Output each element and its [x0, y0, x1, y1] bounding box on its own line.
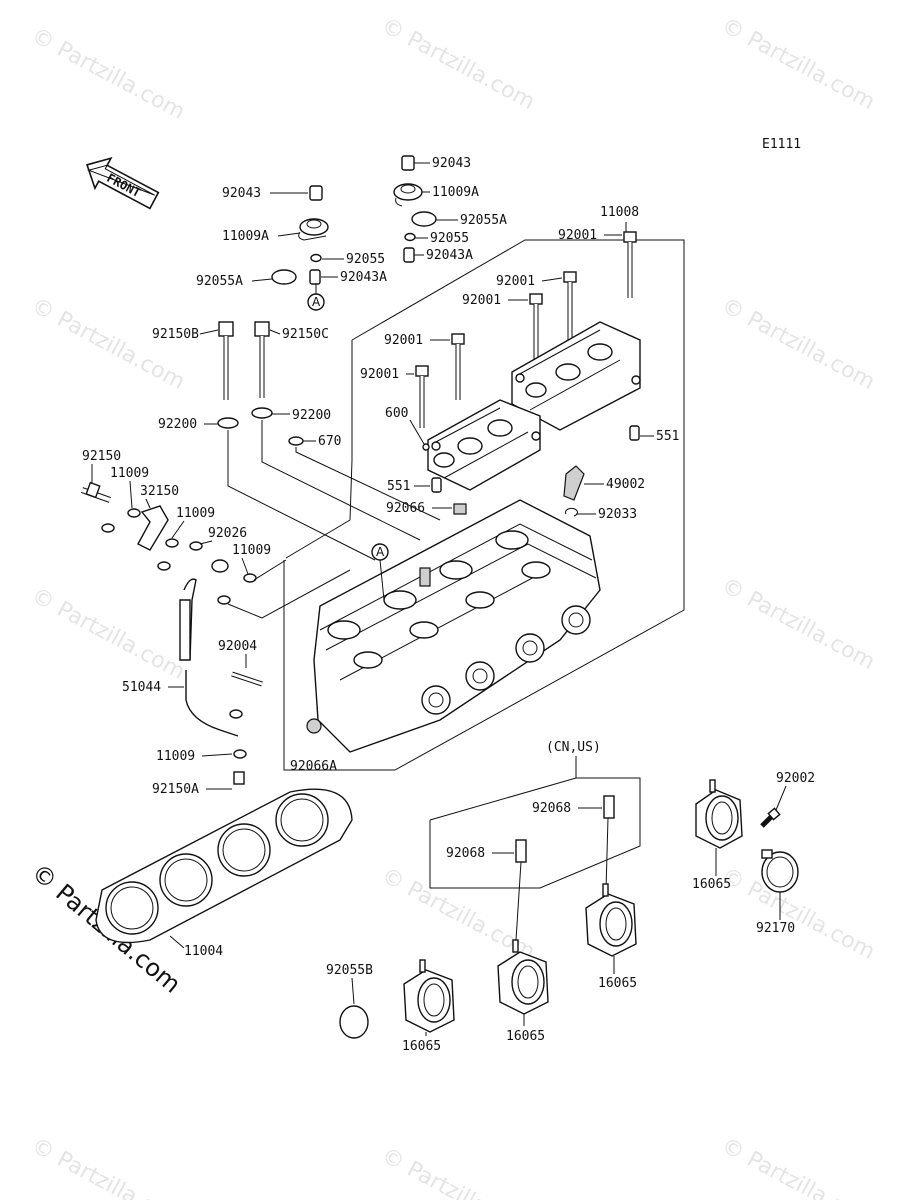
part-label-92001: 92001 [384, 333, 423, 348]
oil-pipe-fitting-left: A [271, 185, 329, 311]
part-label-11004: 11004 [184, 944, 223, 959]
part-label-92068: 92068 [532, 801, 571, 816]
part-label-16065: 16065 [402, 1039, 441, 1054]
part-label-92033: 92033 [598, 507, 637, 522]
part-label-92055B: 92055B [326, 963, 373, 978]
frame-11008 [283, 239, 685, 771]
part-label-92055A: 92055A [460, 213, 507, 228]
part-label-11009A: 11009A [222, 229, 269, 244]
watermark: © Partzilla.com [377, 13, 539, 115]
part-label-92001: 92001 [462, 293, 501, 308]
oil-line-assembly [80, 481, 257, 759]
stud-92004 [231, 672, 263, 686]
carb-holder-16065 [497, 939, 549, 1015]
part-label-92043A: 92043A [340, 270, 387, 285]
clip-92033 [565, 507, 578, 517]
part-label-92055: 92055 [346, 252, 385, 267]
oil-pipe-fitting-right [393, 155, 437, 263]
head-gasket-11004 [95, 788, 353, 944]
cylinder-head: A [306, 499, 601, 753]
part-label-92001: 92001 [360, 367, 399, 382]
watermark: © Partzilla.com [717, 13, 879, 115]
part-label-92026: 92026 [208, 526, 247, 541]
part-label-32150: 32150 [140, 484, 179, 499]
hose-92068 [603, 795, 615, 819]
bolt-92150A [233, 771, 245, 785]
part-label-92002: 92002 [776, 771, 815, 786]
part-label-92001: 92001 [496, 274, 535, 289]
watermark: © Partzilla.com [27, 1133, 189, 1200]
part-label-92043A: 92043A [426, 248, 473, 263]
watermark: © Partzilla.com [717, 293, 879, 395]
dowel-pin-551 [431, 477, 442, 493]
region-note: (CN,US) [546, 740, 601, 755]
part-label-92055: 92055 [430, 231, 469, 246]
carb-holder-16065 [585, 883, 637, 957]
part-label-11009: 11009 [110, 466, 149, 481]
part-label-16065: 16065 [598, 976, 637, 991]
hose-92068 [515, 839, 527, 863]
part-label-92043: 92043 [222, 186, 261, 201]
o-ring-92055B [339, 1005, 369, 1039]
camshaft-holder-front [427, 399, 541, 491]
carb-holder-16065 [695, 779, 743, 849]
watermark: © Partzilla.com [717, 863, 879, 965]
part-label-600: 600 [385, 406, 408, 421]
part-label-92150B: 92150B [152, 327, 199, 342]
part-label-92001: 92001 [558, 228, 597, 243]
callout-a-head: A [376, 545, 385, 559]
part-label-92200: 92200 [158, 417, 197, 432]
plug-92066 [453, 503, 467, 515]
part-label-92200: 92200 [292, 408, 331, 423]
callout-a-top: A [312, 295, 321, 309]
part-label-670: 670 [318, 434, 341, 449]
part-label-16065: 16065 [506, 1029, 545, 1044]
part-label-92150C: 92150C [282, 327, 329, 342]
clamp-92170 [761, 849, 799, 893]
part-label-92066: 92066 [386, 501, 425, 516]
part-label-51044: 51044 [122, 680, 161, 695]
part-label-11009A: 11009A [432, 185, 479, 200]
dowel-pin-551 [629, 425, 640, 441]
part-label-11009: 11009 [232, 543, 271, 558]
plug-600 [422, 443, 430, 451]
watermark: © Partzilla.com [717, 573, 879, 675]
screw-92002 [760, 807, 781, 828]
part-label-92004: 92004 [218, 639, 257, 654]
watermark: © Partzilla.com [717, 1133, 879, 1200]
part-label-551: 551 [387, 479, 410, 494]
part-label-92150: 92150 [82, 449, 121, 464]
part-label-92068: 92068 [446, 846, 485, 861]
head-bolt-set [217, 321, 304, 446]
part-label-551: 551 [656, 429, 679, 444]
guide-49002 [563, 465, 585, 501]
watermark: © Partzilla.com [27, 293, 189, 395]
part-label-11009: 11009 [176, 506, 215, 521]
front-arrow-icon: FRONT [86, 156, 160, 210]
part-label-49002: 49002 [606, 477, 645, 492]
part-label-92055A: 92055A [196, 274, 243, 289]
part-label-11008: 11008 [600, 205, 639, 220]
diagram-code: E1111 [762, 137, 801, 152]
watermark: © Partzilla.com [27, 583, 189, 685]
part-label-16065: 16065 [692, 877, 731, 892]
part-label-92066A: 92066A [290, 759, 337, 774]
part-label-92150A: 92150A [152, 782, 199, 797]
region-box [429, 777, 641, 889]
watermark: © Partzilla.com [27, 23, 189, 125]
carb-holder-16065 [403, 959, 455, 1033]
part-label-92170: 92170 [756, 921, 795, 936]
part-label-92043: 92043 [432, 156, 471, 171]
watermark: © Partzilla.com [377, 1143, 539, 1200]
part-label-11009: 11009 [156, 749, 195, 764]
camshaft-holder-rear [511, 321, 641, 431]
bolt-92001-set [415, 231, 637, 428]
